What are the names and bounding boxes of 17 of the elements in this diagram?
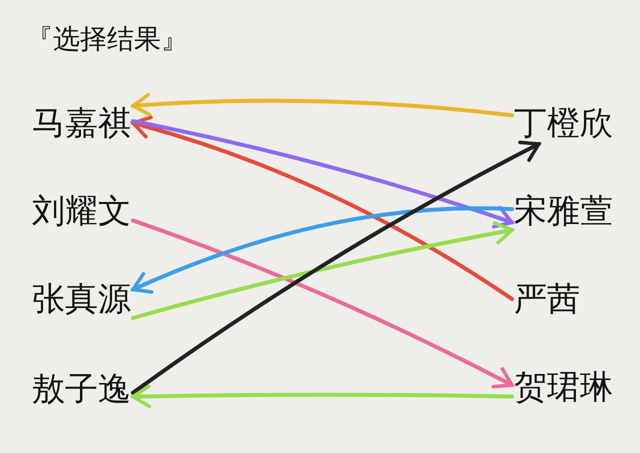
arrow bbox=[131, 206, 514, 294]
arrow bbox=[131, 218, 514, 388]
name-label: 宋雅萱 bbox=[514, 192, 613, 230]
arrow bbox=[131, 384, 514, 408]
name-label: 张真源 bbox=[32, 280, 131, 318]
name-label: 刘耀文 bbox=[32, 192, 131, 230]
arrow bbox=[131, 140, 541, 395]
name-label: 丁橙欣 bbox=[514, 104, 613, 142]
name-label: 马嘉祺 bbox=[32, 104, 131, 142]
arrow bbox=[131, 119, 514, 229]
arrow bbox=[131, 116, 514, 301]
name-label: 贺珺琳 bbox=[514, 368, 613, 406]
name-label: 敖子逸 bbox=[32, 370, 131, 408]
arrow bbox=[131, 221, 514, 320]
name-label: 严茜 bbox=[514, 280, 580, 318]
arrow bbox=[131, 93, 514, 118]
title: 『选择结果』 bbox=[26, 23, 188, 57]
